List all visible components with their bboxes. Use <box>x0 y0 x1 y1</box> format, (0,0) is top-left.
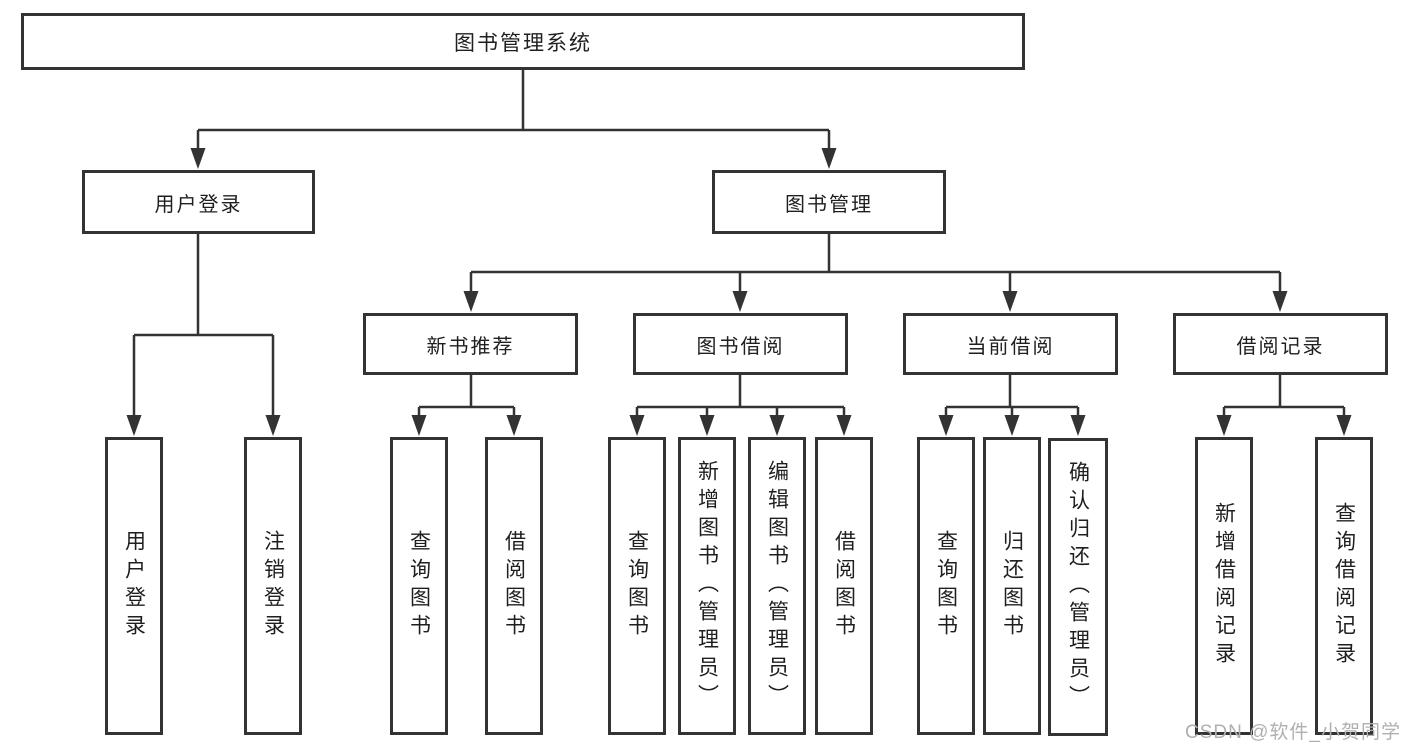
leaf-confirm-return-admin: 确认归还（管理员） <box>1048 438 1108 736</box>
node-label: 确认归还（管理员） <box>1066 461 1090 713</box>
leaf-logout: 注销登录 <box>244 437 302 735</box>
node-label: 查询借阅记录 <box>1332 502 1356 670</box>
node-label: 编辑图书（管理员） <box>765 460 789 712</box>
node-label: 归还图书 <box>1000 530 1024 642</box>
node-library-management-system: 图书管理系统 <box>21 13 1025 70</box>
node-label: 图书管理 <box>785 193 873 216</box>
leaf-borrow-books-recommend: 借阅图书 <box>485 437 543 735</box>
arrowheads <box>126 148 1352 436</box>
node-label: 新书推荐 <box>426 335 515 358</box>
node-label: 查询图书 <box>934 530 958 642</box>
node-label: 图书借阅 <box>696 335 785 358</box>
node-label: 新增借阅记录 <box>1212 502 1236 670</box>
leaf-add-books-admin: 新增图书（管理员） <box>678 437 736 735</box>
node-label: 用户登录 <box>122 530 146 642</box>
node-current-borrow: 当前借阅 <box>903 313 1118 375</box>
node-label: 当前借阅 <box>966 335 1055 358</box>
node-label: 查询图书 <box>625 530 649 642</box>
node-label: 注销登录 <box>261 530 285 642</box>
node-label: 用户登录 <box>154 193 243 216</box>
node-label: 借阅图书 <box>832 530 856 642</box>
node-label: 新增图书（管理员） <box>695 460 719 712</box>
leaf-add-borrow-record: 新增借阅记录 <box>1195 437 1253 735</box>
leaf-user-login: 用户登录 <box>105 437 163 735</box>
node-borrow-records: 借阅记录 <box>1173 313 1388 375</box>
leaf-query-borrow-record: 查询借阅记录 <box>1315 437 1373 735</box>
leaf-query-books-current: 查询图书 <box>917 437 975 735</box>
node-label: 借阅记录 <box>1236 335 1325 358</box>
leaf-query-books-borrow: 查询图书 <box>608 437 666 735</box>
connector-paths <box>132 69 1346 417</box>
csdn-watermark: CSDN @软件_小贺同学 <box>1185 722 1401 743</box>
node-new-book-recommend: 新书推荐 <box>363 313 578 375</box>
node-label: 借阅图书 <box>502 530 526 642</box>
node-label: 查询图书 <box>407 530 431 642</box>
node-label: 图书管理系统 <box>454 31 592 55</box>
leaf-borrow-books: 借阅图书 <box>815 437 873 735</box>
node-book-management: 图书管理 <box>712 170 946 234</box>
leaf-query-books-recommend: 查询图书 <box>390 437 448 735</box>
leaf-return-books: 归还图书 <box>983 437 1041 735</box>
leaf-edit-books-admin: 编辑图书（管理员） <box>748 437 806 735</box>
node-user-login-group: 用户登录 <box>82 170 315 234</box>
node-book-borrow: 图书借阅 <box>633 313 848 375</box>
